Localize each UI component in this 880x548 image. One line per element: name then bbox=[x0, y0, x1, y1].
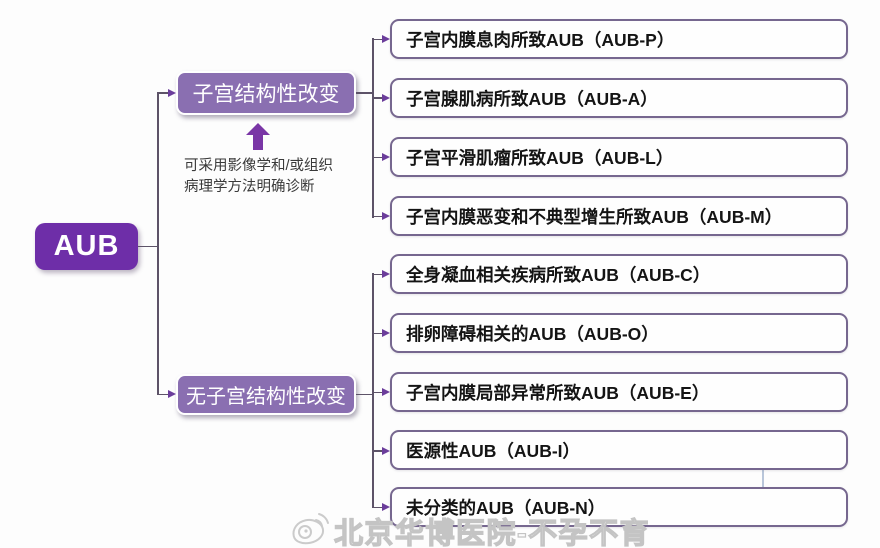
connector-line bbox=[372, 38, 374, 218]
connector-line bbox=[372, 273, 383, 275]
annotation-line1: 可采用影像学和/或组织 bbox=[184, 158, 334, 174]
node-aub-p: 子宫内膜息肉所致AUB（AUB-P） bbox=[390, 19, 848, 59]
node-aub-m: 子宫内膜恶变和不典型增生所致AUB（AUB-M） bbox=[390, 196, 848, 236]
weibo-icon bbox=[292, 513, 329, 545]
connector-line bbox=[157, 393, 169, 395]
node-structural-change-label: 子宫结构性改变 bbox=[192, 83, 340, 106]
node-aub-o: 排卵障碍相关的AUB（AUB-O） bbox=[390, 313, 848, 353]
node-nonstructural-change: 无子宫结构性改变 bbox=[176, 374, 356, 415]
connector-line bbox=[372, 38, 383, 40]
connector-line bbox=[157, 92, 159, 395]
node-aub-e-label: 子宫内膜局部异常所致AUB（AUB-E） bbox=[406, 382, 710, 403]
annotation-line2: 病理学方法明确诊断 bbox=[184, 179, 315, 195]
node-aub-l-label: 子宫平滑肌瘤所致AUB（AUB-L） bbox=[406, 147, 674, 168]
connector-line bbox=[372, 391, 383, 393]
arrowhead-icon bbox=[382, 446, 390, 455]
connector-line bbox=[372, 506, 383, 508]
node-aub-m-label: 子宫内膜恶变和不典型增生所致AUB（AUB-M） bbox=[406, 206, 783, 227]
node-aub-p-label: 子宫内膜息肉所致AUB（AUB-P） bbox=[406, 29, 675, 50]
arrowhead-icon bbox=[382, 35, 390, 43]
connector-line bbox=[356, 393, 373, 395]
arrowhead-icon bbox=[382, 329, 390, 337]
up-arrow-icon bbox=[246, 123, 270, 150]
arrowhead-icon bbox=[382, 212, 390, 220]
node-aub-i: 医源性AUB（AUB-I） bbox=[390, 430, 848, 470]
connector-line bbox=[372, 450, 383, 452]
connector-line bbox=[372, 156, 383, 158]
node-aub-root-label: AUB bbox=[53, 230, 120, 262]
node-aub-l: 子宫平滑肌瘤所致AUB（AUB-L） bbox=[390, 137, 848, 177]
connector-line bbox=[157, 92, 169, 94]
node-aub-c-label: 全身凝血相关疾病所致AUB（AUB-C） bbox=[406, 264, 711, 285]
node-aub-o-label: 排卵障碍相关的AUB（AUB-O） bbox=[406, 323, 659, 344]
node-aub-c: 全身凝血相关疾病所致AUB（AUB-C） bbox=[390, 254, 848, 294]
arrowhead-icon bbox=[168, 88, 176, 97]
connector-line bbox=[372, 273, 374, 508]
connector-tick bbox=[762, 470, 764, 487]
node-aub-a: 子宫腺肌病所致AUB（AUB-A） bbox=[390, 78, 848, 118]
arrowhead-icon bbox=[382, 503, 390, 511]
connector-line bbox=[372, 97, 383, 99]
connector-line bbox=[372, 215, 383, 217]
arrowhead-icon bbox=[168, 390, 176, 398]
arrowhead-icon bbox=[382, 153, 390, 161]
connector-line bbox=[138, 245, 158, 247]
node-aub-e: 子宫内膜局部异常所致AUB（AUB-E） bbox=[390, 372, 848, 412]
arrowhead-icon bbox=[382, 270, 390, 278]
node-structural-change: 子宫结构性改变 bbox=[176, 71, 356, 115]
node-nonstructural-change-label: 无子宫结构性改变 bbox=[186, 386, 346, 408]
watermark-text: 北京华博医院-不孕不育 bbox=[333, 517, 651, 548]
node-aub-a-label: 子宫腺肌病所致AUB（AUB-A） bbox=[406, 88, 658, 109]
arrowhead-icon bbox=[382, 93, 390, 102]
connector-line bbox=[372, 332, 383, 334]
connector-line bbox=[356, 92, 373, 94]
node-aub-n: 未分类的AUB（AUB-N） bbox=[390, 487, 848, 527]
node-aub-root: AUB bbox=[35, 223, 138, 270]
arrowhead-icon bbox=[382, 388, 390, 396]
diagnosis-annotation: 可采用影像学和/或组织 病理学方法明确诊断 bbox=[184, 156, 333, 198]
node-aub-i-label: 医源性AUB（AUB-I） bbox=[406, 440, 581, 461]
node-aub-n-label: 未分类的AUB（AUB-N） bbox=[406, 497, 606, 518]
